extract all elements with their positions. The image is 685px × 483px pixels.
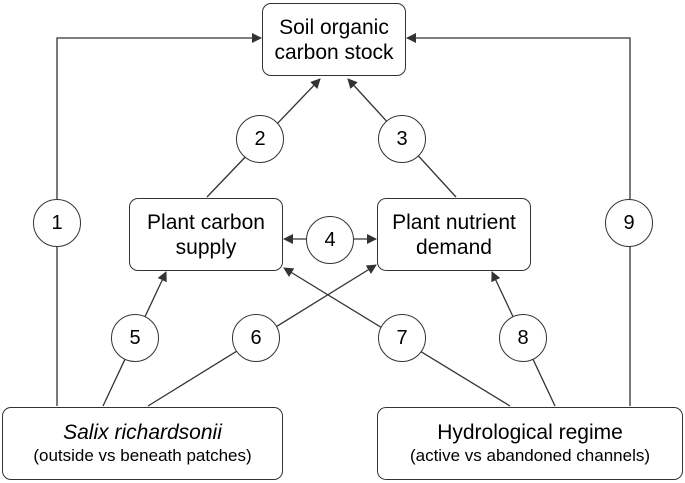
node-hydro-line2: (active vs abandoned channels)	[409, 446, 651, 465]
link-9-connector	[406, 33, 631, 406]
node-soil-organic-carbon-stock: Soil organic carbon stock	[262, 3, 406, 76]
node-soil-line2: carbon stock	[274, 40, 394, 64]
link-2-label: 2	[236, 115, 284, 163]
link-7-label: 7	[378, 314, 426, 362]
node-supply-line1: Plant carbon	[147, 210, 265, 234]
node-demand-line1: Plant nutrient	[392, 210, 516, 234]
node-demand-line2: demand	[416, 235, 492, 259]
node-hydrological-regime: Hydrological regime (active vs abandoned…	[377, 407, 683, 480]
link-6-label: 6	[232, 314, 280, 362]
node-salix-richardsonii: Salix richardsonii (outside vs beneath p…	[2, 407, 283, 480]
link-1-label: 1	[33, 199, 81, 247]
link-4-label: 4	[306, 216, 354, 264]
node-supply-line2: supply	[175, 235, 237, 259]
node-salix-line2: (outside vs beneath patches)	[33, 446, 252, 465]
link-1-connector	[56, 33, 262, 406]
node-plant-nutrient-demand: Plant nutrient demand	[377, 198, 531, 271]
link-9-label: 9	[605, 199, 653, 247]
link-5-label: 5	[111, 314, 159, 362]
node-soil-line1: Soil organic	[279, 15, 389, 39]
node-salix-line1: Salix richardsonii	[63, 421, 222, 444]
node-hydro-line1: Hydrological regime	[437, 421, 623, 444]
node-plant-carbon-supply: Plant carbon supply	[129, 198, 283, 271]
link-3-label: 3	[378, 115, 426, 163]
link-8-label: 8	[499, 314, 547, 362]
